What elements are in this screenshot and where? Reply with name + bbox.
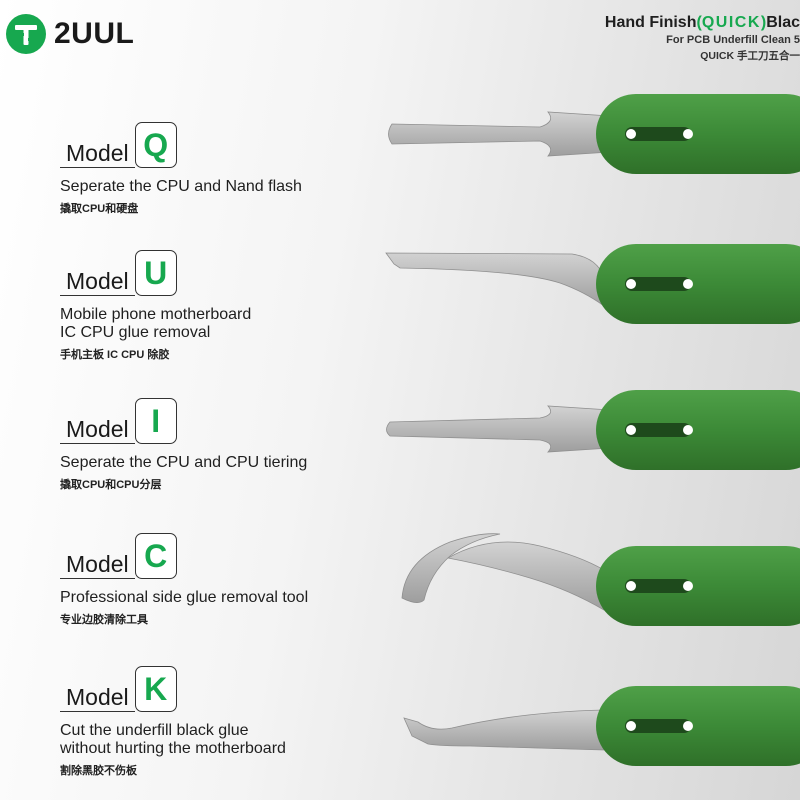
model-description-cn: 撬取CPU和硬盘 — [60, 203, 139, 215]
screw-logo-icon — [6, 14, 46, 54]
title-suffix: Blac — [766, 14, 800, 31]
blade-c — [401, 533, 800, 626]
model-description-cn: 撬取CPU和CPU分层 — [60, 479, 162, 491]
blade-i — [386, 390, 800, 470]
handle-q — [596, 94, 800, 174]
model-description-cn: 手机主板 IC CPU 除胶 — [60, 349, 170, 361]
title-paren-close: ) — [760, 14, 767, 31]
blade-q — [388, 94, 800, 174]
model-letter: C — [134, 533, 177, 579]
title-prefix: Hand Finish — [604, 14, 697, 31]
product-subtitle: For PCB Underfill Clean 5 — [666, 34, 800, 46]
title-block: Hand Finish(QUICK)Blac For PCB Underfill… — [605, 14, 800, 63]
handle-u — [596, 244, 800, 324]
blade-u — [385, 244, 800, 324]
brand-name: 2UUL — [54, 17, 135, 50]
model-description: Professional side glue removal tool — [60, 589, 309, 606]
title-quick: QUICK — [701, 14, 761, 31]
model-description-cn: 专业边胶清除工具 — [60, 614, 148, 626]
model-description: Cut the underfill black glue without hur… — [60, 722, 286, 757]
brand-logo: 2UUL — [6, 14, 134, 54]
blade-k — [403, 686, 800, 766]
model-word: Model — [60, 142, 135, 168]
model-letter: U — [134, 250, 177, 296]
model-description: Seperate the CPU and Nand flash — [60, 178, 302, 195]
product-subtitle-cn: QUICK 手工刀五合一 — [700, 50, 800, 62]
model-description: Seperate the CPU and CPU tiering — [60, 454, 308, 471]
model-letter: Q — [134, 122, 177, 168]
handle-c — [596, 546, 800, 626]
handle-k — [596, 686, 800, 766]
model-letter: I — [134, 398, 177, 444]
model-word: Model — [60, 418, 135, 444]
model-word: Model — [60, 686, 135, 712]
model-description: Mobile phone motherboard IC CPU glue rem… — [60, 306, 252, 341]
product-title: Hand Finish(QUICK)Blac — [605, 14, 800, 32]
model-description-cn: 割除黑胶不伤板 — [60, 765, 137, 777]
model-letter: K — [134, 666, 177, 712]
model-word: Model — [60, 270, 135, 296]
title-paren-open: ( — [696, 14, 702, 31]
handle-i — [596, 390, 800, 470]
model-word: Model — [60, 553, 135, 579]
